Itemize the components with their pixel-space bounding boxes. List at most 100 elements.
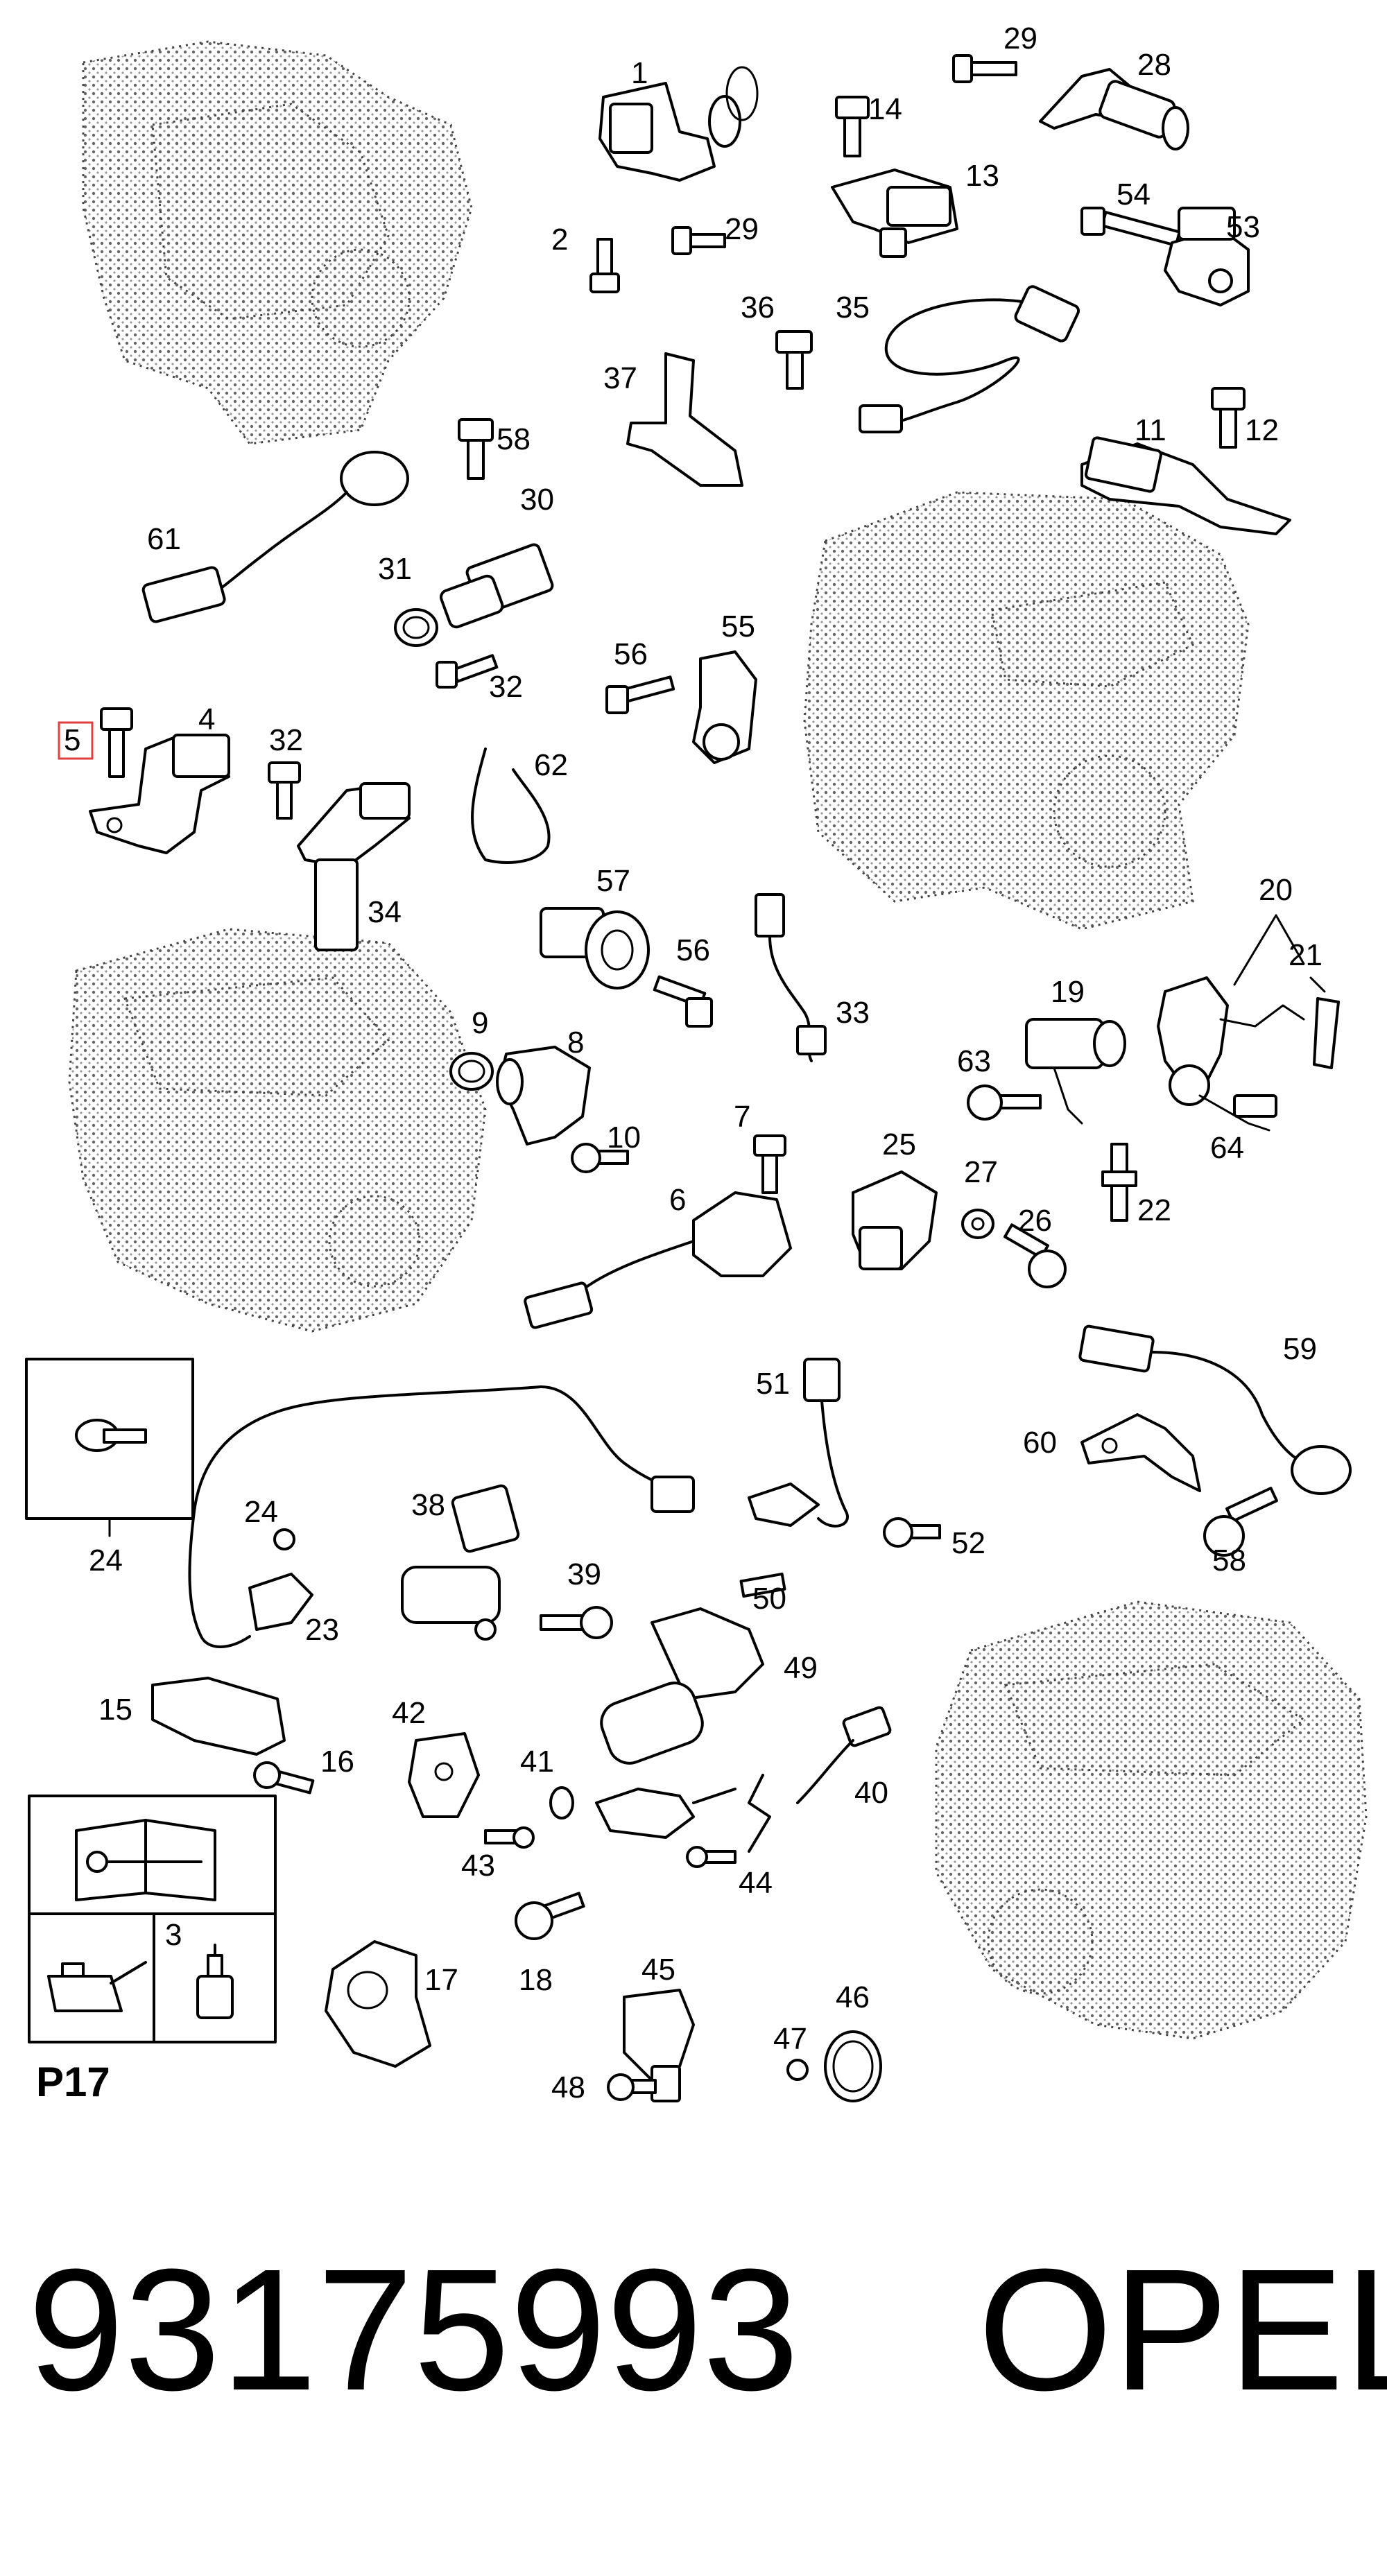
callout: 15: [98, 1693, 132, 1727]
part-20-sensor-assembly: [1157, 976, 1305, 1132]
part-58-bolt-top: [458, 418, 494, 480]
part-31-o-ring: [394, 608, 438, 647]
footer: 93175993 OPEL: [28, 2233, 1387, 2426]
part-18-bolt: [515, 1892, 585, 1940]
part-6-sensor-cable: [524, 1191, 792, 1329]
callout: 49: [784, 1651, 818, 1685]
part-16-bolt: [253, 1761, 315, 1795]
part-49-sensor: [600, 1607, 764, 1765]
callout: 35: [836, 291, 870, 325]
callout: 56: [676, 933, 710, 967]
callout: 6: [669, 1183, 686, 1217]
callout: 17: [424, 1963, 458, 1997]
part-60-bracket: [1080, 1413, 1201, 1492]
callout: 60: [1023, 1426, 1057, 1460]
part-39-bolt: [540, 1606, 613, 1639]
callout: 5: [64, 723, 80, 757]
callout: 43: [461, 1849, 495, 1883]
part-8-sensor: [496, 1046, 591, 1146]
part-21-strip: [1313, 997, 1340, 1069]
part-4-sensor: [89, 734, 230, 854]
callout: 14: [868, 92, 902, 126]
callout: 19: [1051, 975, 1085, 1009]
part-24-bolt: [273, 1528, 295, 1550]
callout: 32: [489, 670, 523, 704]
part-38-sensor: [401, 1484, 520, 1641]
part-56-bolt-lower: [653, 975, 713, 1028]
part-number: 93175993: [28, 2233, 800, 2426]
part-43-bolt: [484, 1826, 535, 1849]
callout: 48: [551, 2071, 585, 2104]
callout: 13: [965, 159, 999, 193]
callout: 51: [756, 1367, 790, 1401]
part-58-bolt-lower: [1203, 1487, 1278, 1557]
callout: 36: [741, 291, 775, 325]
callout: 32: [269, 723, 303, 757]
callout: 23: [305, 1613, 339, 1647]
part-11-sensor-bracket: [1080, 436, 1291, 535]
callout: 20: [1259, 873, 1293, 907]
part-55-knock-sensor: [692, 650, 757, 764]
part-54-bolt: [1080, 207, 1181, 247]
part-64-pin: [1233, 1094, 1277, 1118]
callout: 64: [1210, 1131, 1244, 1165]
callout: 21: [1289, 938, 1323, 972]
part-14-bolt: [835, 96, 870, 157]
engine-illustration-3: [68, 928, 487, 1333]
part-33-sensor-wire: [755, 893, 827, 1062]
part-23-wiring-harness: [188, 1385, 695, 1648]
callout: 30: [520, 483, 554, 517]
lubricant-bottle-icon: [196, 1944, 234, 2019]
callout: 56: [614, 637, 648, 671]
callout: 63: [957, 1044, 991, 1078]
callout: 42: [392, 1696, 426, 1730]
engine-illustration-4: [935, 1600, 1368, 2040]
part-25-sensor: [852, 1170, 938, 1270]
callout: 29: [725, 212, 759, 246]
part-34-sensor: [297, 782, 411, 951]
callout: 31: [378, 552, 412, 586]
part-13-sensor: [831, 168, 958, 258]
part-57-sensor: [540, 907, 650, 989]
part-47-bolt: [786, 2059, 809, 2081]
part-63-bolt: [967, 1084, 1042, 1121]
part-32-bolt-lower: [268, 761, 301, 820]
repair-manual-icon: [75, 1819, 216, 1901]
callout: 62: [534, 748, 568, 782]
callout: 57: [596, 864, 630, 898]
callout: 3: [165, 1918, 182, 1952]
callout: 55: [721, 610, 755, 643]
part-41-o-ring: [549, 1786, 574, 1819]
callout: 37: [603, 361, 637, 395]
callout: 45: [641, 1953, 675, 1987]
callout: 52: [951, 1526, 985, 1560]
callout: 46: [836, 1980, 870, 2014]
callout: 28: [1137, 48, 1171, 82]
part-15-sensor: [151, 1677, 286, 1756]
part-61-knock-sensor: [141, 451, 409, 623]
oil-can-icon: [47, 1961, 147, 2012]
part-29-bolt-small: [671, 226, 726, 255]
callout: 24: [89, 1544, 123, 1577]
part-2-bolt: [589, 238, 620, 293]
callout-5-highlight: [58, 721, 94, 760]
part-53-sensor: [1164, 207, 1250, 306]
part-40-sensor-wire: [595, 1706, 892, 1853]
part-5-bolt: [100, 707, 133, 778]
page-code: P17: [36, 2059, 110, 2105]
callout: 7: [734, 1100, 750, 1134]
callout: 18: [519, 1963, 553, 1997]
part-17-bracket: [325, 1940, 431, 2068]
part-36-bolt: [775, 330, 813, 390]
part-22-stud: [1101, 1143, 1137, 1222]
callout: 58: [1212, 1544, 1246, 1577]
callout: 11: [1135, 413, 1166, 447]
part-42-bracket: [408, 1732, 480, 1818]
callout: 26: [1018, 1204, 1052, 1238]
part-9-o-ring: [449, 1052, 494, 1091]
callout: 12: [1245, 413, 1279, 447]
part-37-bracket: [626, 352, 743, 487]
part-29-bolt-top: [952, 54, 1017, 83]
callout: 59: [1283, 1332, 1317, 1366]
callout: 39: [567, 1557, 601, 1591]
